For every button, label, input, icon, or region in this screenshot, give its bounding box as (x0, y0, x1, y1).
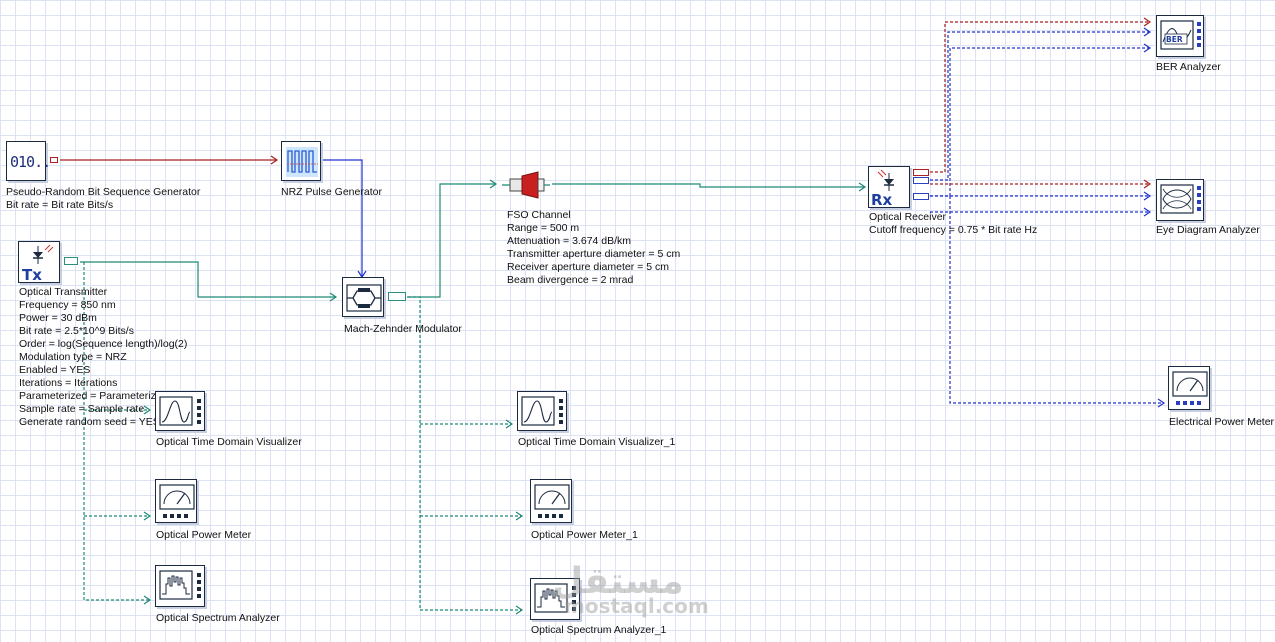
rx-output-port-1[interactable] (913, 169, 929, 176)
time-domain-icon (521, 396, 563, 426)
wire-rx-elec-1 (930, 31, 1150, 181)
optical-transmitter[interactable]: Tx (18, 241, 60, 284)
wire-rx-epm (949, 196, 1164, 404)
wire-fso-to-rx (552, 183, 865, 188)
osa-name: Optical Spectrum Analyzer (156, 612, 280, 624)
epm-name: Electrical Power Meter (1169, 416, 1275, 428)
svg-text:Rx: Rx (871, 191, 893, 209)
optical-power-meter[interactable] (155, 479, 197, 523)
fso-name: FSO Channel (507, 209, 571, 221)
optical-spectrum-analyzer[interactable] (155, 565, 205, 607)
watermark-latin: mostaql.com (564, 594, 709, 618)
photodiode-icon: Rx (871, 169, 894, 209)
optical-meter-icon (534, 484, 570, 518)
nrz-pulse-generator[interactable] (281, 141, 321, 181)
watermark-arabic: مستقل (552, 561, 684, 602)
prbs-generator[interactable]: 010.. (6, 141, 51, 181)
spectrum-icon (534, 583, 576, 613)
tx-param-order: Order = log(Sequence length)/log(2) (19, 338, 188, 350)
binary-sequence-icon: 010.. (10, 153, 51, 171)
watermark: مستقل mostaql.com (552, 561, 709, 618)
rx-name: Optical Receiver (869, 211, 947, 223)
electrical-power-meter[interactable] (1168, 366, 1210, 410)
tx-param-seed: Generate random seed = YES (19, 416, 160, 428)
eye-diagram-analyzer[interactable] (1156, 179, 1204, 221)
wire-rx-binary (930, 21, 1150, 173)
wire-rx-elec-2 (930, 47, 1150, 197)
optical-receiver[interactable]: Rx (868, 166, 910, 209)
opm-name: Optical Power Meter (156, 529, 252, 541)
prbs-name: Pseudo-Random Bit Sequence Generator (6, 186, 201, 198)
tx-param-power: Power = 30 dBm (19, 312, 97, 324)
time-domain-icon (159, 396, 201, 426)
ber-analyzer-icon: BER (1160, 20, 1201, 50)
prbs-param-bitrate: Bit rate = Bit rate Bits/s (6, 199, 114, 211)
pulse-train-icon (286, 147, 318, 177)
fso-channel[interactable] (500, 170, 552, 200)
rx-output-port-2[interactable] (913, 177, 929, 184)
otdv-name: Optical Time Domain Visualizer (156, 436, 302, 448)
spectrum-icon (159, 570, 201, 600)
tx-param-modulation: Modulation type = NRZ (19, 351, 127, 363)
prbs-output-port[interactable] (50, 157, 58, 163)
fso-param-attenuation: Attenuation = 3.674 dB/km (507, 235, 632, 247)
rx-output-port-3[interactable] (913, 193, 929, 200)
otdv1-name: Optical Time Domain Visualizer_1 (518, 436, 676, 448)
fso-label: FSO Channel Range = 500 m Attenuation = … (507, 209, 680, 287)
optical-spectrum-analyzer-1[interactable] (530, 578, 580, 620)
tx-name: Optical Transmitter (19, 286, 108, 298)
tx-param-samplerate: Sample rate = Sample rate (19, 403, 145, 415)
optical-time-domain-visualizer-1[interactable] (517, 391, 567, 431)
ber-name: BER Analyzer (1156, 61, 1221, 73)
tx-param-enabled: Enabled = YES (19, 364, 91, 376)
fso-param-tx-aperture: Transmitter aperture diameter = 5 cm (507, 248, 681, 260)
tx-output-port[interactable] (64, 257, 78, 265)
tx-param-iterations: Iterations = Iterations (19, 377, 118, 389)
opm1-name: Optical Power Meter_1 (531, 529, 638, 541)
wire-mzm-to-fso (407, 183, 496, 298)
nrz-name: NRZ Pulse Generator (281, 186, 382, 198)
fso-param-range: Range = 500 m (507, 222, 580, 234)
ber-analyzer[interactable]: BER (1156, 15, 1204, 57)
optical-meter-icon (159, 484, 195, 518)
rx-label: Optical Receiver Cutoff frequency = 0.75… (869, 211, 1037, 237)
wire-mzm-monitor (408, 296, 522, 611)
wire-tx-monitor (83, 262, 150, 601)
mzm-output-port[interactable] (388, 292, 406, 301)
power-meter-icon (1172, 371, 1208, 405)
svg-text:Tx: Tx (22, 266, 42, 284)
laser-diode-icon: Tx (22, 244, 54, 284)
rx-param-cutoff: Cutoff frequency = 0.75 * Bit rate Hz (869, 224, 1038, 236)
wire-tx-to-mzm (80, 261, 336, 298)
optical-power-meter-1[interactable] (530, 479, 572, 523)
wire-nrz-to-mzm (322, 159, 363, 277)
telescope-icon (502, 171, 550, 199)
optical-time-domain-visualizer[interactable] (155, 391, 205, 431)
fso-param-rx-aperture: Receiver aperture diameter = 5 cm (507, 261, 669, 273)
prbs-label: Pseudo-Random Bit Sequence Generator Bit… (6, 186, 200, 212)
tx-param-bitrate: Bit rate = 2.5*10^9 Bits/s (19, 325, 134, 337)
osa1-name: Optical Spectrum Analyzer_1 (531, 624, 667, 636)
mach-zehnder-modulator[interactable] (342, 277, 384, 317)
ber-icon-text: BER (1166, 35, 1183, 44)
eye-name: Eye Diagram Analyzer (1156, 224, 1260, 236)
tx-label: Optical Transmitter Frequency = 850 nm P… (19, 286, 187, 429)
eye-diagram-icon (1160, 184, 1201, 214)
mzm-name: Mach-Zehnder Modulator (344, 323, 462, 335)
tx-param-parameterized: Parameterized = Parameterized (19, 390, 168, 402)
fso-param-divergence: Beam divergence = 2 mrad (507, 274, 634, 286)
tx-param-frequency: Frequency = 850 nm (19, 299, 116, 311)
modulator-icon (346, 284, 382, 312)
